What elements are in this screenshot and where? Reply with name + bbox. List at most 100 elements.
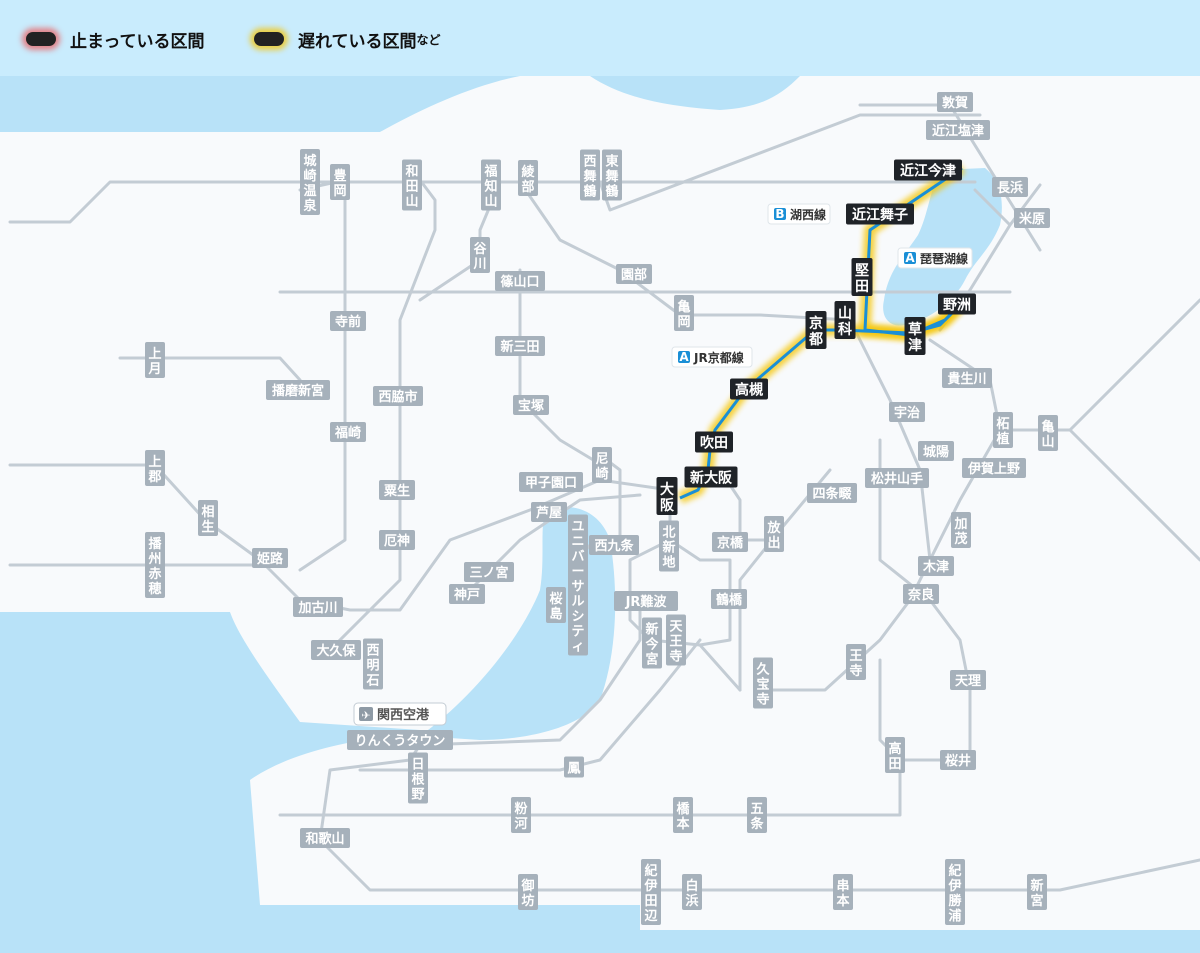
station-osaka[interactable]: 大阪	[656, 477, 678, 515]
station-ayabe[interactable]: 綾部	[518, 160, 538, 196]
station-tenri[interactable]: 天理	[950, 670, 986, 690]
station-yamashina[interactable]: 山科	[834, 301, 856, 339]
station-kizu[interactable]: 木津	[918, 556, 954, 576]
station-kubo[interactable]: 久宝寺	[753, 657, 773, 709]
badge-kosei[interactable]: B 湖西線	[767, 203, 831, 225]
station-tsuge[interactable]: 柘植	[993, 412, 1013, 448]
station-label: 新大阪	[690, 470, 733, 487]
station-label: 高田	[888, 741, 901, 772]
station-koshienguchi[interactable]: 甲子園口	[519, 472, 583, 492]
station-nishimaizuru[interactable]: 西舞鶴	[580, 149, 600, 201]
station-usj[interactable]: ユニバーサルシティ	[568, 514, 588, 656]
station-label: 敦賀	[942, 95, 968, 111]
station-amagasaki[interactable]: 尼崎	[592, 447, 612, 483]
station-label: 草津	[908, 321, 922, 354]
station-kamigori[interactable]: 上郡	[145, 450, 165, 486]
station-otori[interactable]: 鳳	[564, 756, 584, 778]
station-tanikawa[interactable]: 谷川	[470, 237, 490, 273]
station-omiimazu[interactable]: 近江今津	[894, 159, 962, 181]
station-box	[513, 395, 549, 415]
station-ashiya[interactable]: 芦屋	[531, 502, 567, 522]
station-kozuki[interactable]: 上月	[145, 342, 165, 378]
badge-biwako[interactable]: A 琵琶湖線	[897, 247, 973, 269]
station-nishiakashi[interactable]: 西明石	[363, 638, 383, 690]
station-kokawa[interactable]: 粉河	[511, 797, 531, 833]
station-terasaki[interactable]: 寺前	[330, 311, 366, 331]
station-tsuruga[interactable]: 敦賀	[937, 92, 973, 112]
station-kamo[interactable]: 加茂	[951, 512, 971, 548]
station-kameyama[interactable]: 亀山	[1038, 415, 1058, 451]
station-matsuiyamate[interactable]: 松井山手	[865, 468, 929, 488]
station-kobe[interactable]: 神戸	[449, 584, 485, 604]
badge-kyoto[interactable]: A JR京都線	[671, 346, 753, 368]
station-gojo[interactable]: 五条	[747, 797, 767, 833]
station-shingu[interactable]: 新宮	[1027, 874, 1047, 910]
station-nara[interactable]: 奈良	[903, 584, 939, 604]
station-nishikujo[interactable]: 西九条	[589, 535, 639, 555]
station-tsuruhashi[interactable]: 鶴橋	[711, 589, 747, 609]
station-takarazuka[interactable]: 宝塚	[513, 395, 549, 415]
station-wakayama[interactable]: 和歌山	[300, 828, 350, 848]
station-banshuako[interactable]: 播州赤穂	[145, 532, 165, 598]
station-harimashingu[interactable]: 播磨新宮	[266, 380, 330, 400]
station-kyobashi[interactable]: 京橋	[712, 532, 748, 552]
station-aioi[interactable]: 相生	[198, 500, 218, 536]
station-hineno[interactable]: 日根野	[408, 752, 428, 804]
station-tennoji[interactable]: 天王寺	[666, 614, 686, 666]
station-nagahama[interactable]: 長浜	[992, 177, 1028, 197]
station-shinimamiya[interactable]: 新今宮	[642, 617, 662, 669]
station-takada[interactable]: 高田	[885, 737, 905, 773]
station-shirahama[interactable]: 白浜	[682, 874, 702, 910]
station-sannomiya[interactable]: 三ノ宮	[464, 562, 514, 582]
station-label: 城崎温泉	[303, 153, 317, 214]
station-kusatsu[interactable]: 草津	[904, 317, 926, 355]
station-label: 園部	[621, 267, 647, 283]
station-nishiwakishi[interactable]: 西脇市	[373, 386, 423, 406]
station-fukusaki[interactable]: 福崎	[330, 422, 366, 442]
legend-delayed: 遅れている区間など	[254, 22, 441, 56]
station-toyooka[interactable]: 豊岡	[330, 164, 350, 200]
station-sakurajima[interactable]: 桜島	[546, 587, 566, 623]
station-okubo[interactable]: 大久保	[311, 640, 361, 660]
station-oji[interactable]: 王寺	[846, 644, 866, 680]
station-omimaiko[interactable]: 近江舞子	[846, 203, 914, 225]
station-suita[interactable]: 吹田	[695, 431, 733, 453]
station-kitashinchi[interactable]: 北新地	[659, 520, 679, 572]
station-shijonawate[interactable]: 四条畷	[807, 483, 857, 503]
station-kushimoto[interactable]: 串本	[833, 874, 853, 910]
station-hanaten[interactable]: 放出	[764, 516, 784, 552]
station-higashimaizuru[interactable]: 東舞鶴	[602, 149, 622, 201]
station-label: 大阪	[660, 481, 675, 514]
airport-badge[interactable]: ✈ 関西空港	[353, 702, 447, 726]
station-kyoto[interactable]: 京都	[805, 311, 827, 349]
station-maibara[interactable]: 米原	[1014, 208, 1050, 228]
station-kameoka[interactable]: 亀岡	[674, 295, 694, 331]
station-hashimoto[interactable]: 橋本	[673, 797, 693, 833]
station-sonobe[interactable]: 園部	[616, 264, 652, 284]
station-yasu[interactable]: 野洲	[938, 293, 976, 315]
station-shinosaka[interactable]: 新大阪	[684, 466, 738, 488]
station-joyo[interactable]: 城陽	[918, 441, 954, 461]
station-iga_ueno[interactable]: 伊賀上野	[962, 458, 1026, 478]
station-gobo[interactable]: 御坊	[518, 874, 538, 910]
station-himeji[interactable]: 姫路	[252, 548, 288, 568]
station-uji[interactable]: 宇治	[889, 402, 925, 422]
station-sakurai[interactable]: 桜井	[940, 750, 976, 770]
station-box	[894, 159, 962, 181]
station-fukuchiyama[interactable]: 福知山	[481, 159, 501, 211]
station-sasayamaguchi[interactable]: 篠山口	[495, 271, 545, 291]
station-takatsuki[interactable]: 高槻	[730, 378, 768, 400]
station-shinsanda[interactable]: 新三田	[495, 336, 545, 356]
station-kibukawa[interactable]: 貴生川	[942, 368, 992, 388]
station-kiitanabe[interactable]: 紀伊田辺	[641, 859, 661, 925]
station-yakujin[interactable]: 厄神	[379, 530, 415, 550]
station-wadayama[interactable]: 和田山	[402, 159, 422, 211]
station-kinosakionsen[interactable]: 城崎温泉	[300, 149, 320, 215]
station-awaga[interactable]: 粟生	[379, 480, 415, 500]
station-rinku[interactable]: りんくうタウン	[347, 730, 453, 750]
station-jrnamba[interactable]: JR難波	[614, 591, 678, 611]
station-katata[interactable]: 堅田	[851, 258, 873, 296]
station-omishiotsu[interactable]: 近江塩津	[926, 120, 990, 140]
station-kakogawa[interactable]: 加古川	[293, 597, 343, 617]
station-kiikatsuura[interactable]: 紀伊勝浦	[945, 859, 965, 925]
